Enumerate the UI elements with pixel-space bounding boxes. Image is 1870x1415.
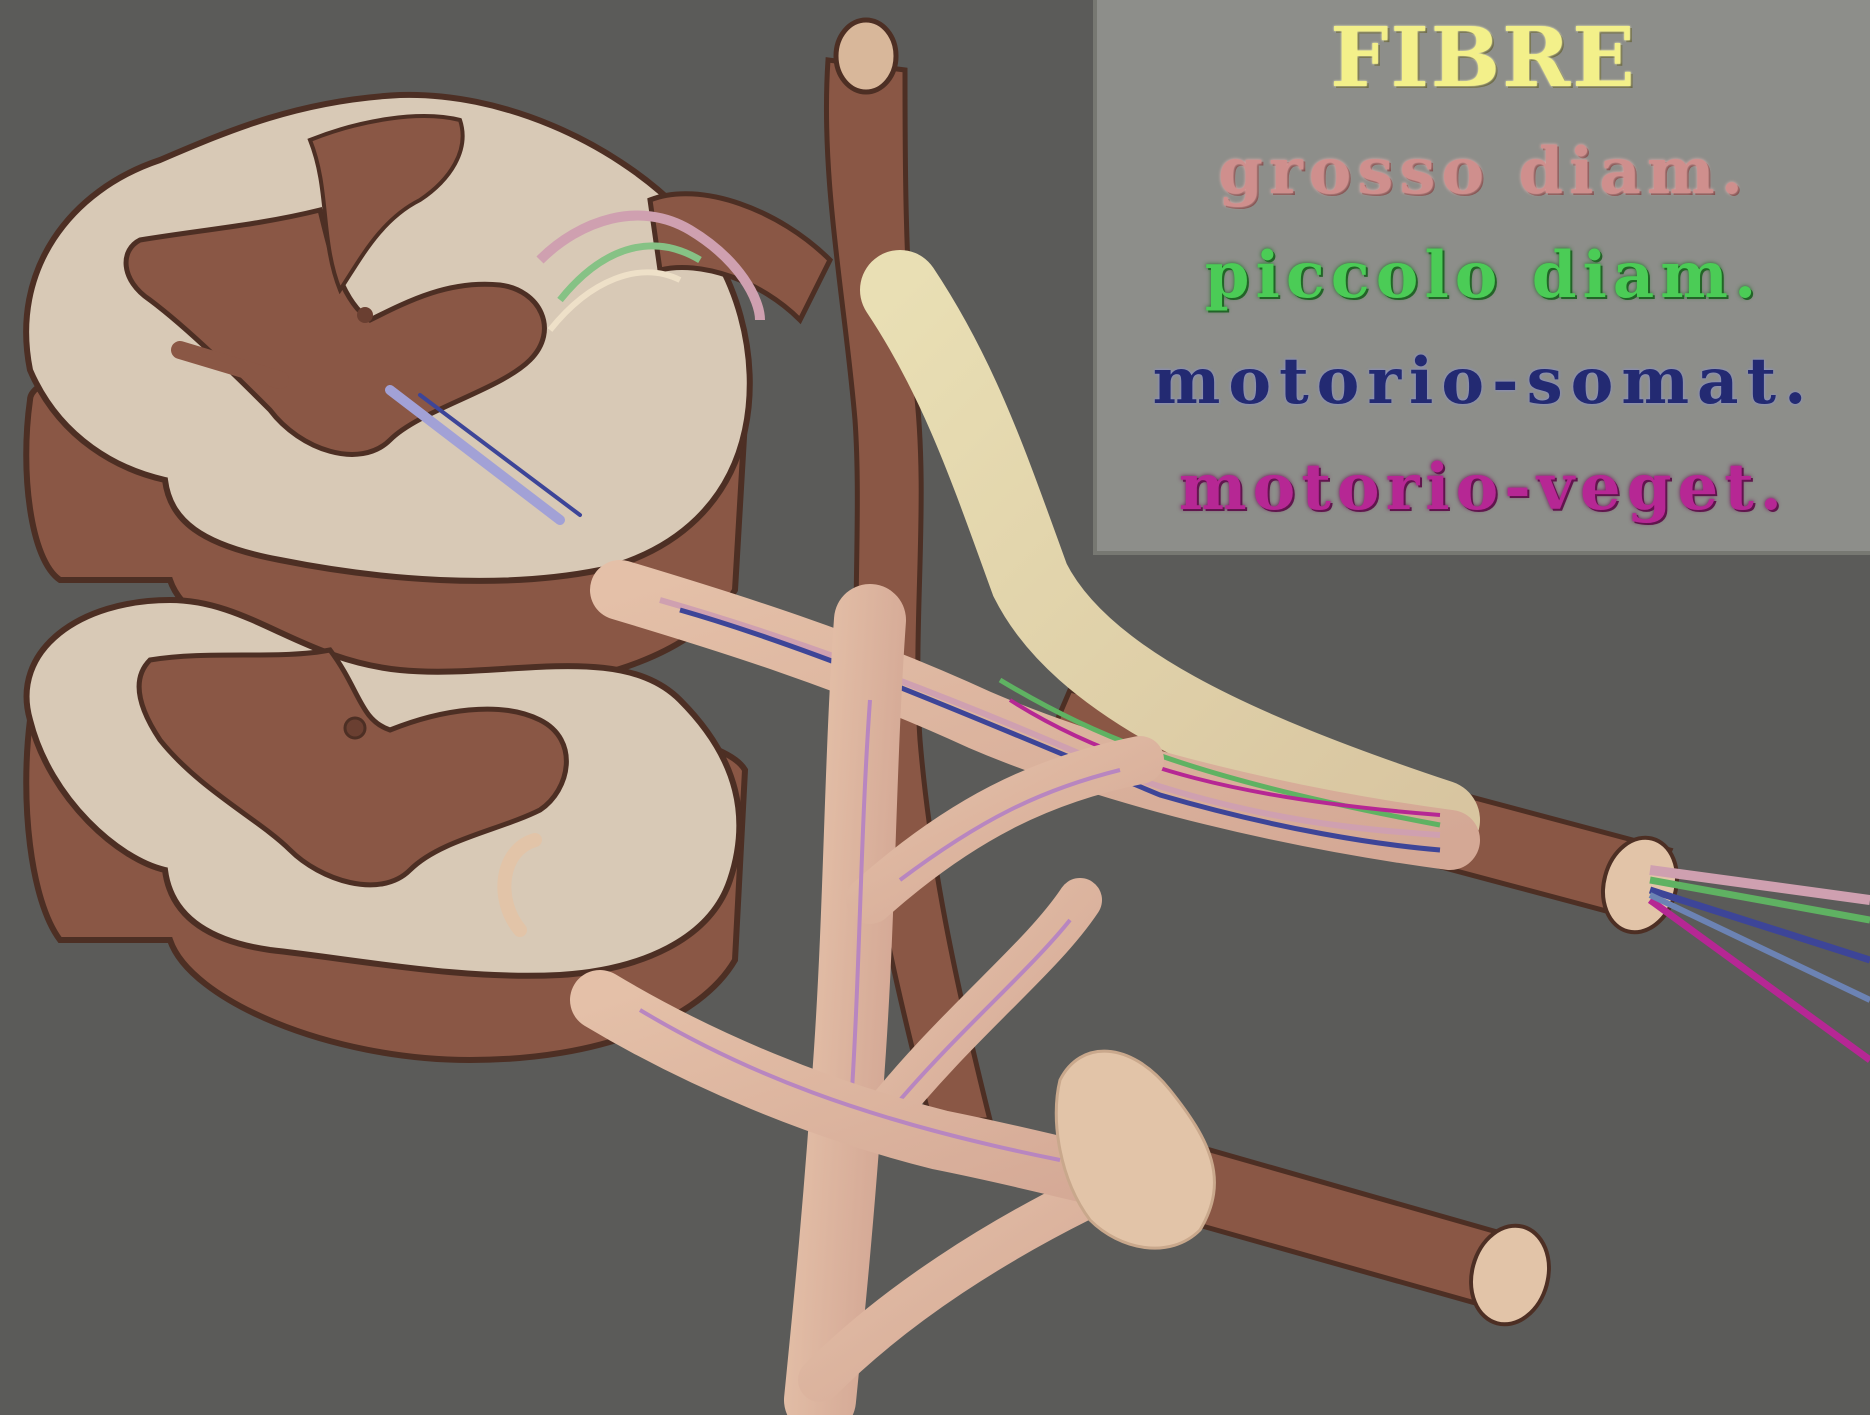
- legend-title: FIBRE: [1097, 10, 1870, 106]
- lower-spinal-nerve: [600, 1000, 1560, 1333]
- legend-item-large-diameter: grosso diam.: [1097, 140, 1870, 204]
- fibre-legend: FIBRE grosso diam. piccolo diam. motorio…: [1093, 0, 1870, 555]
- legend-item-small-diameter: piccolo diam.: [1097, 244, 1870, 308]
- legend-item-visceral-motor: motorio-veget.: [1097, 456, 1870, 520]
- legend-item-somatic-motor: motorio-somat.: [1097, 350, 1870, 414]
